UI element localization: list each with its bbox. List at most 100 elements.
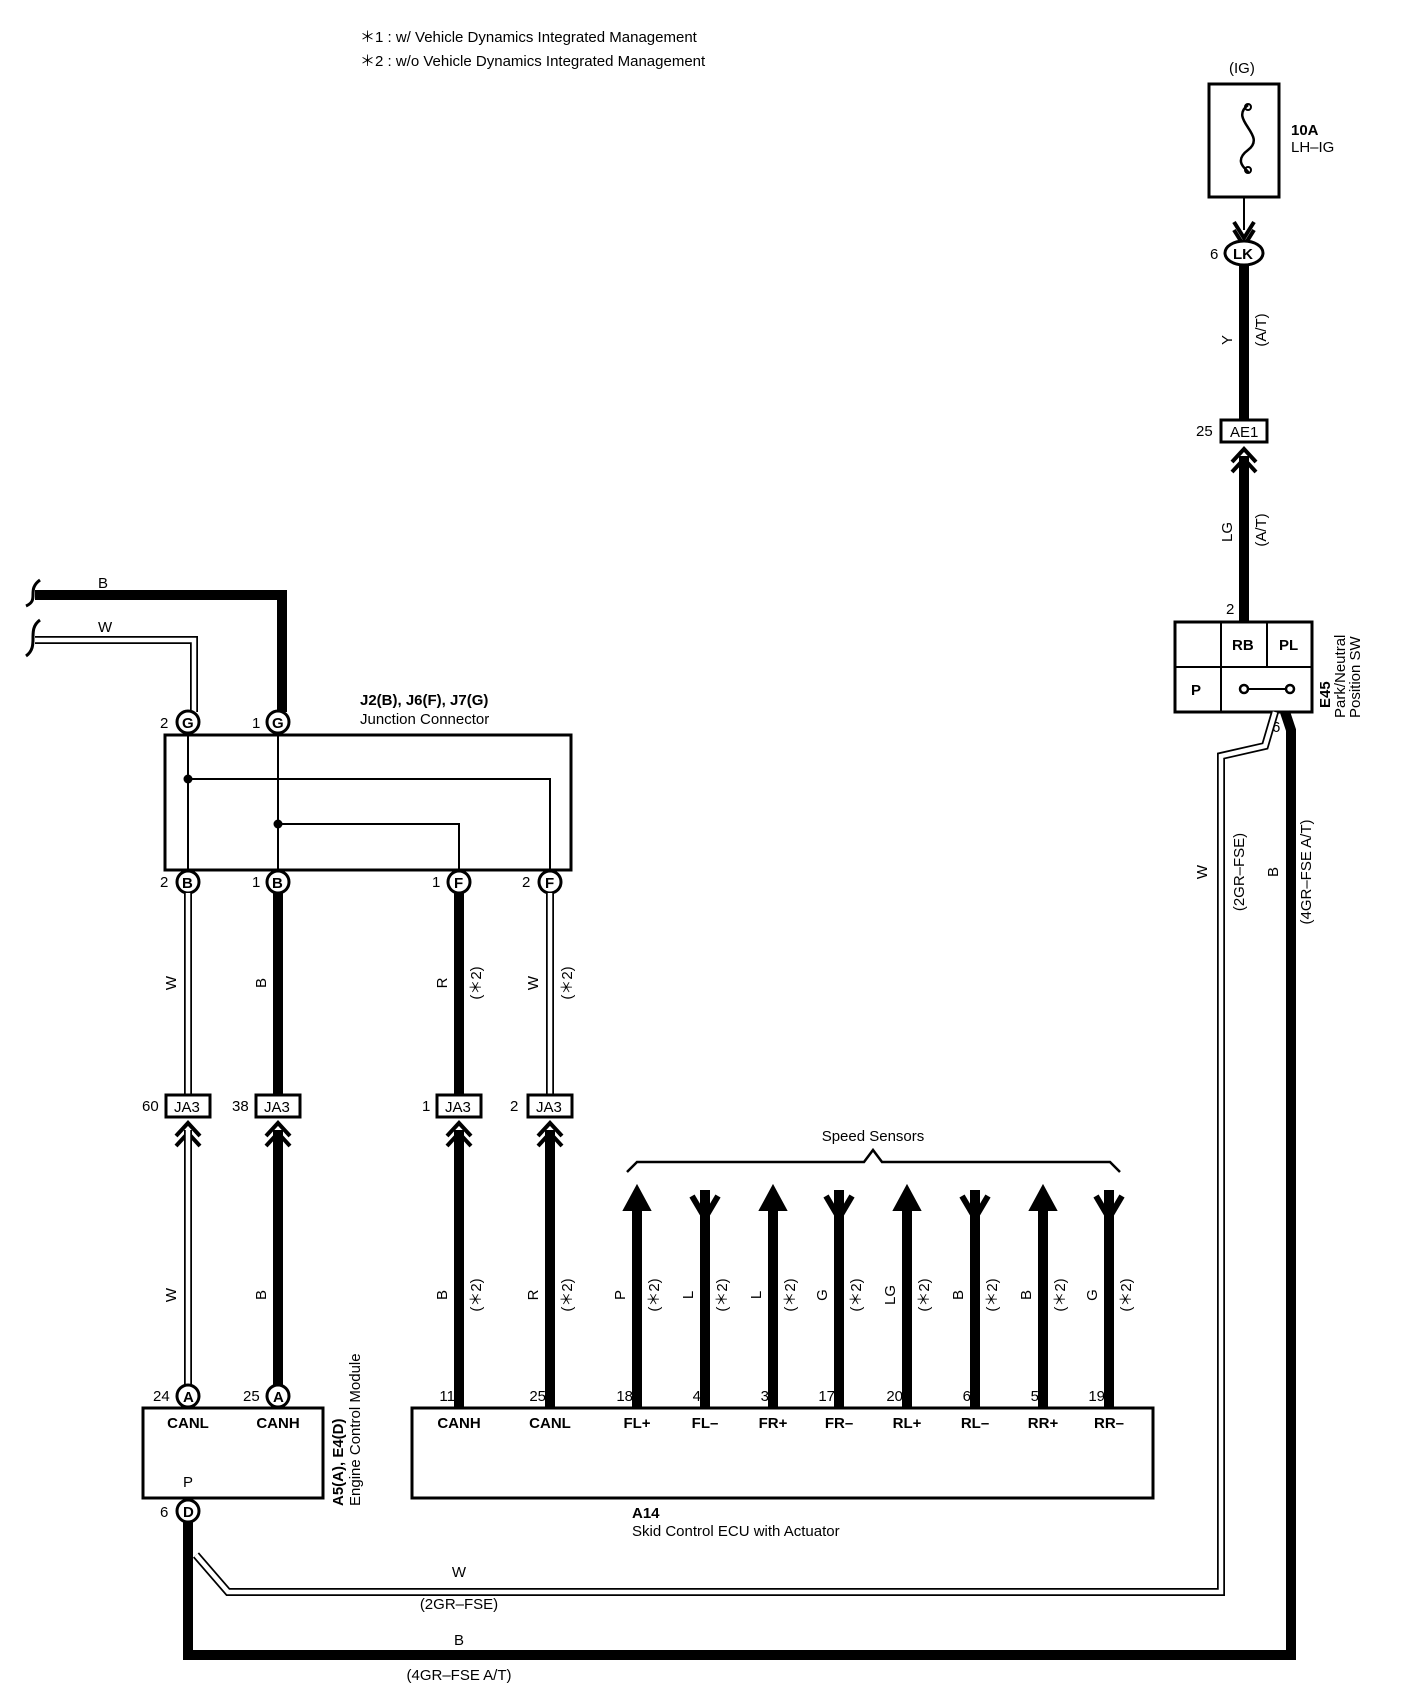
note-2: ＊2 : w/o Vehicle Dynamics Integrated Man…	[360, 53, 706, 70]
ja3-pin-num: 2	[510, 1098, 518, 1115]
skid-pin-num: 6	[963, 1388, 971, 1405]
skid-pin-name: RL+	[893, 1415, 922, 1432]
wire-w-color-bottom: W	[452, 1564, 467, 1581]
wire-rr-plus-color: B	[1018, 1290, 1035, 1300]
skid-pin-num: 11	[439, 1388, 455, 1405]
wire-fr-minus-note: (＊2)	[848, 1278, 865, 1311]
ecm-p-pin-num: 6	[160, 1504, 168, 1521]
speed-sensors-brace	[626, 1147, 1121, 1173]
switch-pin-top: 2	[1226, 601, 1234, 618]
ja3-pin-num: 60	[142, 1098, 159, 1115]
fuse-lh-ig: (IG) 10A LH–IG	[1207, 60, 1334, 199]
connector-lk-pin: 6	[1210, 246, 1218, 263]
junction-top-pin-num: 2	[160, 715, 168, 732]
skid-pin-num: 25	[529, 1388, 546, 1405]
skid-pin-num: 19	[1088, 1388, 1105, 1405]
wire-fl-plus-note: (＊2)	[646, 1278, 663, 1311]
junction-bottom-pin-id: F	[454, 875, 463, 892]
wire-fl-minus-color: L	[680, 1291, 697, 1299]
switch-id: E45	[1317, 681, 1334, 708]
wire-fl-plus-color: P	[612, 1290, 629, 1300]
skid-pin-name: RR+	[1028, 1415, 1059, 1432]
wire-r-j3-color: R	[434, 977, 451, 988]
junction-bottom-pin-id: B	[182, 875, 193, 892]
wire-b-4gr	[183, 710, 1296, 1660]
wire-lg-color: LG	[1219, 522, 1236, 542]
ecm-pin-name: CANL	[167, 1415, 209, 1432]
sensor-wires	[622, 1183, 1125, 1407]
wire-y-color: Y	[1219, 335, 1236, 345]
ja3-id: JA3	[536, 1099, 562, 1116]
skid-pin-num: 18	[616, 1388, 633, 1405]
connector-ja3-row: 60 JA3 38 JA3 1 JA3 2 JA3	[142, 1093, 574, 1119]
skid-pin-num: 20	[886, 1388, 903, 1405]
skid-name: Skid Control ECU with Actuator	[632, 1523, 840, 1540]
ja3-pin-num: 1	[422, 1098, 430, 1115]
wire-canl-note: (＊2)	[559, 1278, 576, 1311]
ecm-pin-id: A	[183, 1389, 194, 1406]
wire-canh-color: B	[434, 1290, 451, 1300]
engine-control-module: 24 A 25 A CANL CANH P A5(A), E4(D) Engin…	[141, 1353, 364, 1524]
skid-pin-num: 4	[693, 1388, 701, 1405]
arrow-up-icon	[892, 1183, 922, 1211]
junction-connector: J2(B), J6(F), J7(G) Junction Connector 2…	[160, 692, 573, 895]
junction-bottom-pin-num: 2	[522, 874, 530, 891]
wire-fr-minus-color: G	[814, 1289, 831, 1301]
wire-b-4gr-label: (4GR–FSE A/T)	[1298, 819, 1315, 924]
skid-pin-name: FL–	[692, 1415, 719, 1432]
connector-ae1-pin: 25	[1196, 423, 1213, 440]
skid-pin-name: CANL	[529, 1415, 571, 1432]
junction-bottom-pin-num: 1	[252, 874, 260, 891]
wire-fr-plus-color: L	[748, 1291, 765, 1299]
note-1: ＊1 : w/ Vehicle Dynamics Integrated Mana…	[360, 29, 698, 46]
park-neutral-switch: 2 RB PL P E45 Park/Neutral Position SW 6	[1173, 601, 1364, 736]
ecm-p-label: P	[183, 1474, 193, 1491]
wire-w-2gr-bottom: (2GR–FSE)	[420, 1596, 498, 1613]
junction-top-pin-id: G	[182, 715, 194, 732]
wire-w-2gr-label: (2GR–FSE)	[1231, 833, 1248, 911]
arrow-up-icon	[1028, 1183, 1058, 1211]
speed-sensors-label: Speed Sensors	[822, 1128, 925, 1145]
ecm-id: A5(A), E4(D)	[330, 1418, 347, 1506]
connector-ae1-id: AE1	[1230, 424, 1258, 441]
junction-top-pin-num: 1	[252, 715, 260, 732]
connector-ae1: 25 AE1	[1196, 418, 1269, 444]
junction-title: J2(B), J6(F), J7(G)	[360, 692, 488, 709]
connector-lk-id: LK	[1233, 246, 1253, 263]
wire-fr-plus-note: (＊2)	[782, 1278, 799, 1311]
wire-rr-minus-color: G	[1084, 1289, 1101, 1301]
junction-bottom-pin-num: 2	[160, 874, 168, 891]
skid-pin-name: FR+	[759, 1415, 788, 1432]
wire-break-icon	[25, 578, 41, 608]
wire-w-ecm-color: W	[163, 1287, 180, 1302]
wire-rl-plus-color: LG	[882, 1285, 899, 1305]
wire-w-in	[35, 636, 198, 712]
fuse-name: LH–IG	[1291, 139, 1334, 156]
wire-canl-color: R	[525, 1289, 542, 1300]
skid-pin-name: CANH	[437, 1415, 480, 1432]
switch-name-1: Park/Neutral	[1332, 635, 1349, 718]
skid-pin-name: FL+	[623, 1415, 650, 1432]
ja3-pin-num: 38	[232, 1098, 249, 1115]
skid-pin-num: 17	[818, 1388, 835, 1405]
switch-cell-pl: PL	[1279, 637, 1298, 654]
skid-control-ecu: 11CANH25CANL18FL+4FL–3FR+17FR–20RL+6RL–5…	[410, 1388, 1155, 1540]
wire-y-at: (A/T)	[1253, 313, 1270, 346]
ja3-id: JA3	[174, 1099, 200, 1116]
arrow-down-icon	[1093, 1194, 1125, 1224]
wire-rl-minus-note: (＊2)	[984, 1278, 1001, 1311]
ecm-p-pin-id: D	[183, 1504, 194, 1521]
wire-b-in	[35, 590, 287, 712]
ecm-pin-num: 24	[153, 1388, 170, 1405]
ecm-name: Engine Control Module	[347, 1353, 364, 1506]
ecm-pin-name: CANH	[256, 1415, 299, 1432]
skid-pin-name: RL–	[961, 1415, 989, 1432]
ecm-pin-num: 25	[243, 1388, 260, 1405]
wire-b-j2-color: B	[253, 978, 270, 988]
junction-subtitle: Junction Connector	[360, 711, 489, 728]
wire-b-color-switch: B	[1265, 867, 1282, 877]
skid-id: A14	[632, 1505, 660, 1522]
arrow-down-icon	[689, 1194, 721, 1224]
wire-fl-minus-note: (＊2)	[714, 1278, 731, 1311]
wire-lg-at: (A/T)	[1253, 513, 1270, 546]
